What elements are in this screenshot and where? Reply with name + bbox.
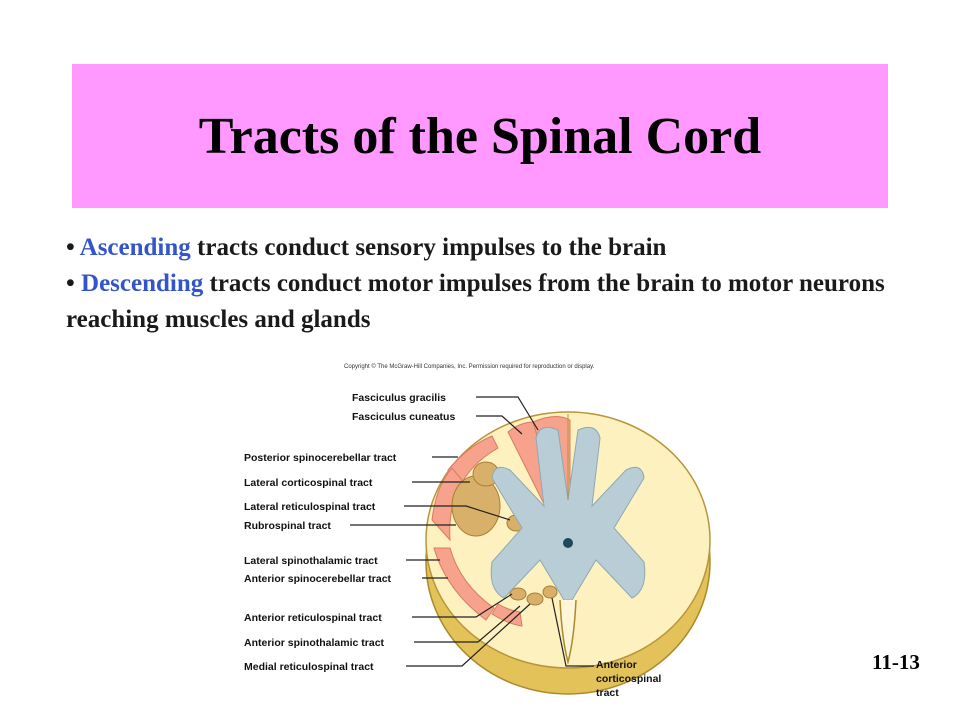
anterior-spinocerebellar-region <box>433 547 495 621</box>
label-anterior-spinothalamic: Anterior spinothalamic tract <box>244 637 385 649</box>
label-fasciculus-gracilis: Fasciculus gracilis <box>352 392 446 404</box>
bullet-marker: • <box>66 234 75 261</box>
bullet-descending: • Descending tracts conduct motor impuls… <box>66 266 926 338</box>
bullet-ascending: • Ascending tracts conduct sensory impul… <box>66 230 926 266</box>
leader-lines <box>350 396 594 667</box>
bullet-text-ascending: tracts conduct sensory impulses to the b… <box>190 234 667 261</box>
lateral-spinothalamic-region <box>431 467 463 542</box>
bullet-text-descending: tracts conduct motor impulses from the b… <box>66 270 885 333</box>
label-lateral-spinothalamic: Lateral spinothalamic tract <box>244 555 378 567</box>
label-medial-reticulospinal: Medial reticulospinal tract <box>244 661 374 673</box>
label-anterior-corticospinal-line1: Anterior <box>596 659 637 671</box>
slide-number: 11-13 <box>872 650 920 674</box>
title-banner: Tracts of the Spinal Cord <box>72 64 888 208</box>
label-anterior-corticospinal-line3: tract <box>596 687 619 699</box>
anterior-median-fissure <box>559 599 577 665</box>
bullet-keyword-descending: Descending <box>81 270 204 297</box>
label-lateral-reticulospinal: Lateral reticulospinal tract <box>244 501 376 513</box>
label-anterior-spinocerebellar: Anterior spinocerebellar tract <box>244 573 392 585</box>
label-posterior-spinocerebellar: Posterior spinocerebellar tract <box>244 452 397 464</box>
anterior-reticulospinal-region <box>509 587 527 601</box>
copyright-notice: Copyright © The McGraw-Hill Companies, I… <box>344 364 595 370</box>
bullet-keyword-ascending: Ascending <box>79 234 191 261</box>
label-anterior-reticulospinal: Anterior reticulospinal tract <box>244 612 382 624</box>
anterior-corticospinal-region <box>542 585 558 599</box>
label-fasciculus-cuneatus: Fasciculus cuneatus <box>352 411 455 423</box>
bullet-list: • Ascending tracts conduct sensory impul… <box>66 230 926 338</box>
medial-reticulospinal-region <box>526 592 544 606</box>
bullet-marker: • <box>66 270 75 297</box>
slide-title: Tracts of the Spinal Cord <box>198 107 762 165</box>
central-canal <box>563 538 573 548</box>
label-lateral-corticospinal: Lateral corticospinal tract <box>244 477 373 489</box>
label-rubrospinal: Rubrospinal tract <box>244 520 331 532</box>
label-anterior-corticospinal-line2: corticospinal <box>596 673 661 685</box>
anterior-spinothalamic-region <box>491 603 523 627</box>
